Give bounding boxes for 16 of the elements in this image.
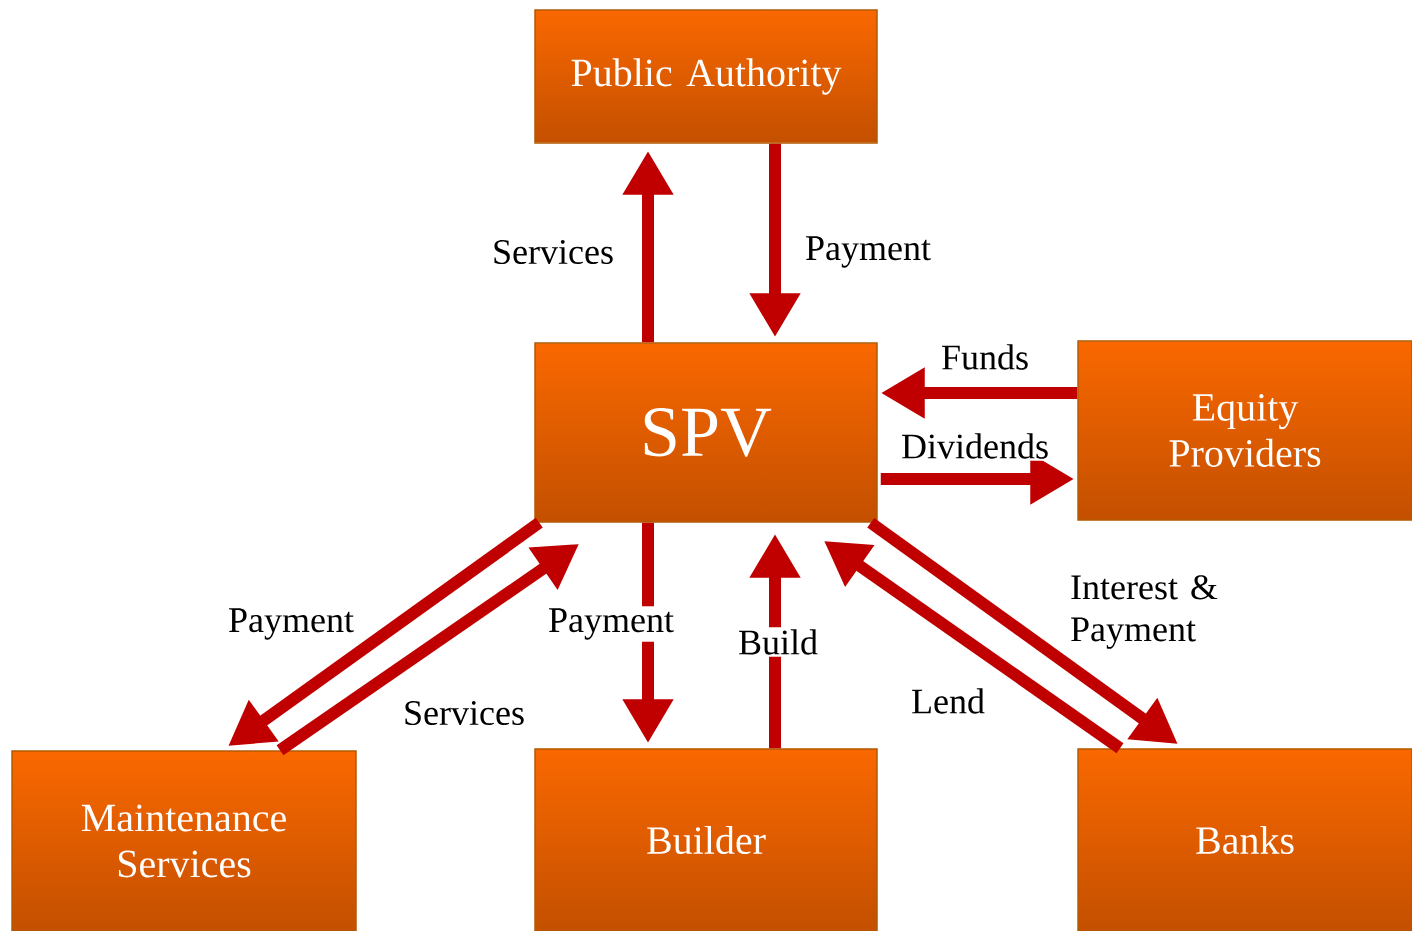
edge-label: Dividends xyxy=(899,431,1051,461)
edge-label: Services xyxy=(401,698,527,728)
edge-label: Payment xyxy=(226,606,356,642)
edge-label: Interest & Payment xyxy=(1068,573,1222,651)
process-box: Maintenance Services xyxy=(11,750,357,931)
process-box: Equity Providers xyxy=(1077,340,1412,521)
process-box: Public Authority xyxy=(534,9,878,144)
process-box: Builder xyxy=(534,748,878,931)
edge-label: Funds xyxy=(939,342,1032,372)
edge-label: Lend xyxy=(909,686,987,716)
edge-label: Build xyxy=(736,627,820,657)
process-box: SPV xyxy=(534,342,878,523)
edge-label: Payment xyxy=(546,606,676,642)
edge-label: Services xyxy=(490,237,616,267)
process-box: Banks xyxy=(1077,748,1412,931)
edge-label: Payment xyxy=(803,234,933,270)
